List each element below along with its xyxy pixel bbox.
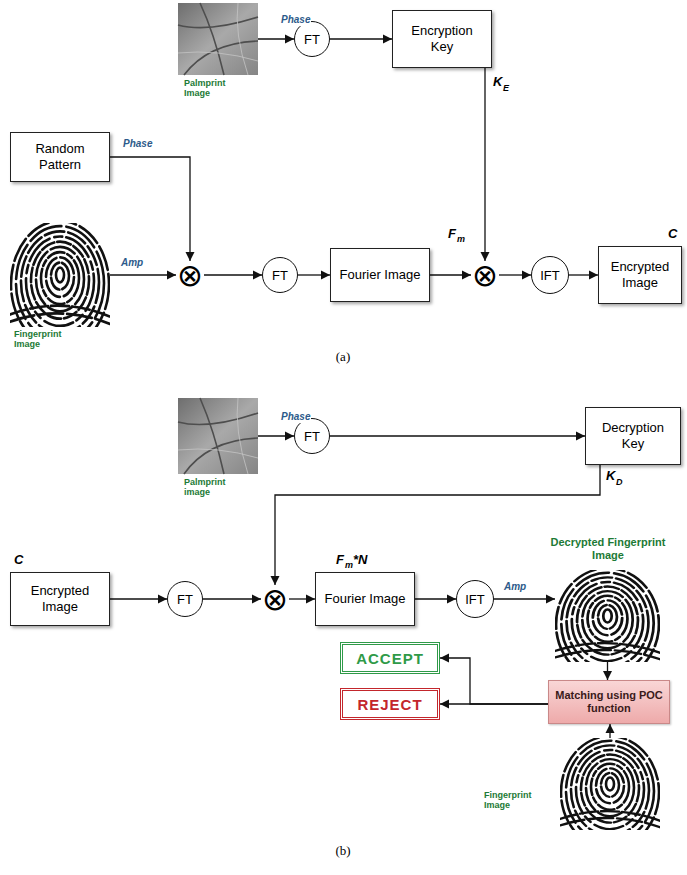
node-text: Decrypted Fingerprint Image (535, 536, 681, 561)
edge-label: Phase (280, 411, 311, 423)
connector-arrow (110, 598, 167, 599)
symbol-label: E (503, 83, 509, 93)
fingerprint-picture (555, 568, 660, 680)
node-text: REJECT (357, 696, 422, 713)
connector-arrow (415, 598, 456, 599)
operation-circle: FT (167, 581, 203, 617)
node-text: Decryption Key (592, 420, 674, 451)
node-text: IFT (540, 268, 560, 283)
node-text: Palmprint image (184, 477, 234, 498)
connector-arrow (494, 598, 555, 599)
node-text: Encrypted Image (17, 583, 103, 614)
node-text: ⊗ (177, 260, 203, 291)
picture-caption: Decrypted Fingerprint Image (535, 536, 681, 561)
multiply-symbol: ⊗ (261, 585, 289, 613)
picture-node: Fingerprint Image (560, 738, 660, 830)
connector-arrow (607, 662, 608, 680)
process-box: Encryption Key (392, 10, 492, 68)
symbol-label: C (668, 226, 677, 241)
connector-arrow (484, 68, 485, 261)
panel-caption: (a) (323, 349, 363, 365)
node-text: Encrypted Image (605, 259, 675, 290)
edge-label: Amp (120, 257, 144, 269)
symbol-label: F (336, 552, 344, 567)
picture-caption: Fingerprint Image (484, 790, 554, 811)
panel-caption: (b) (323, 843, 363, 859)
operation-circle: FT (262, 257, 298, 293)
operation-circle: IFT (456, 580, 494, 618)
symbol-label: K (606, 468, 615, 483)
connector-arrow (430, 274, 471, 275)
node-text: Fingerprint Image (484, 790, 554, 811)
edge-label: Phase (280, 14, 311, 26)
multiply-symbol: ⊗ (471, 261, 499, 289)
fingerprint-picture (560, 736, 660, 848)
edge-label: Phase (122, 138, 153, 150)
operation-circle: IFT (531, 256, 569, 294)
node-text: Fingerprint Image (14, 329, 78, 350)
multiply-symbol: ⊗ (176, 261, 204, 289)
process-box: Encrypted Image (598, 246, 682, 304)
fingerprint-picture (10, 221, 110, 348)
symbol-label: m (345, 560, 353, 570)
process-box: Fourier Image (330, 248, 430, 302)
node-text: Random Pattern (17, 141, 103, 172)
edge-label: Amp (503, 581, 527, 593)
picture-node: Fingerprint Image (10, 223, 110, 327)
picture-caption: Fingerprint Image (14, 329, 78, 350)
connector-arrow (289, 598, 315, 599)
node-text: FT (304, 429, 320, 444)
matching-box: Matching using POC function (548, 680, 670, 724)
connector-arrow (440, 703, 548, 704)
process-box: Encrypted Image (10, 572, 110, 626)
connector-arrow (110, 274, 176, 275)
picture-node: Palmprint Image (178, 3, 258, 75)
connector-arrow (609, 724, 610, 738)
palmprint-picture (178, 3, 258, 75)
picture-node: Decrypted Fingerprint Image (555, 570, 660, 662)
node-text: IFT (465, 592, 485, 607)
symbol-label: K (493, 74, 502, 89)
connector-arrow (258, 435, 294, 436)
node-text: ⊗ (262, 584, 288, 615)
symbol-label: D (616, 477, 623, 487)
connector-arrow (499, 274, 531, 275)
node-text: Encryption Key (399, 23, 485, 54)
symbol-label: F (448, 226, 456, 241)
process-box: Random Pattern (10, 132, 110, 182)
connector-arrow (275, 465, 600, 585)
connector-arrow (110, 157, 190, 261)
symbol-label: C (14, 552, 23, 567)
connector-arrow (330, 435, 585, 436)
node-text: FT (304, 32, 320, 47)
operation-circle: FT (294, 418, 330, 454)
connector-arrow (298, 274, 330, 275)
node-text: FT (177, 592, 193, 607)
node-text: FT (272, 268, 288, 283)
picture-caption: Palmprint Image (184, 78, 234, 99)
process-box: Decryption Key (585, 407, 681, 465)
connector-arrow (569, 274, 598, 275)
symbol-label: *N (353, 552, 367, 567)
node-text: ACCEPT (356, 650, 424, 667)
palmprint-picture (178, 398, 258, 474)
connector-arrow (203, 598, 261, 599)
process-box: Fourier Image (315, 572, 415, 626)
connector-arrow (204, 274, 262, 275)
node-text: Fourier Image (340, 267, 421, 283)
operation-circle: FT (294, 21, 330, 57)
connector-arrow (440, 658, 548, 704)
decision-stamp: ACCEPT (340, 642, 440, 674)
node-text: Palmprint Image (184, 78, 234, 99)
decision-stamp: REJECT (340, 688, 440, 720)
node-text: Matching using POC function (555, 689, 663, 715)
connector-arrow (330, 38, 392, 39)
node-text: Fourier Image (325, 591, 406, 607)
picture-caption: Palmprint image (184, 477, 234, 498)
connector-arrow (258, 38, 294, 39)
picture-node: Palmprint image (178, 398, 258, 474)
node-text: ⊗ (472, 260, 498, 291)
symbol-label: m (457, 234, 465, 244)
